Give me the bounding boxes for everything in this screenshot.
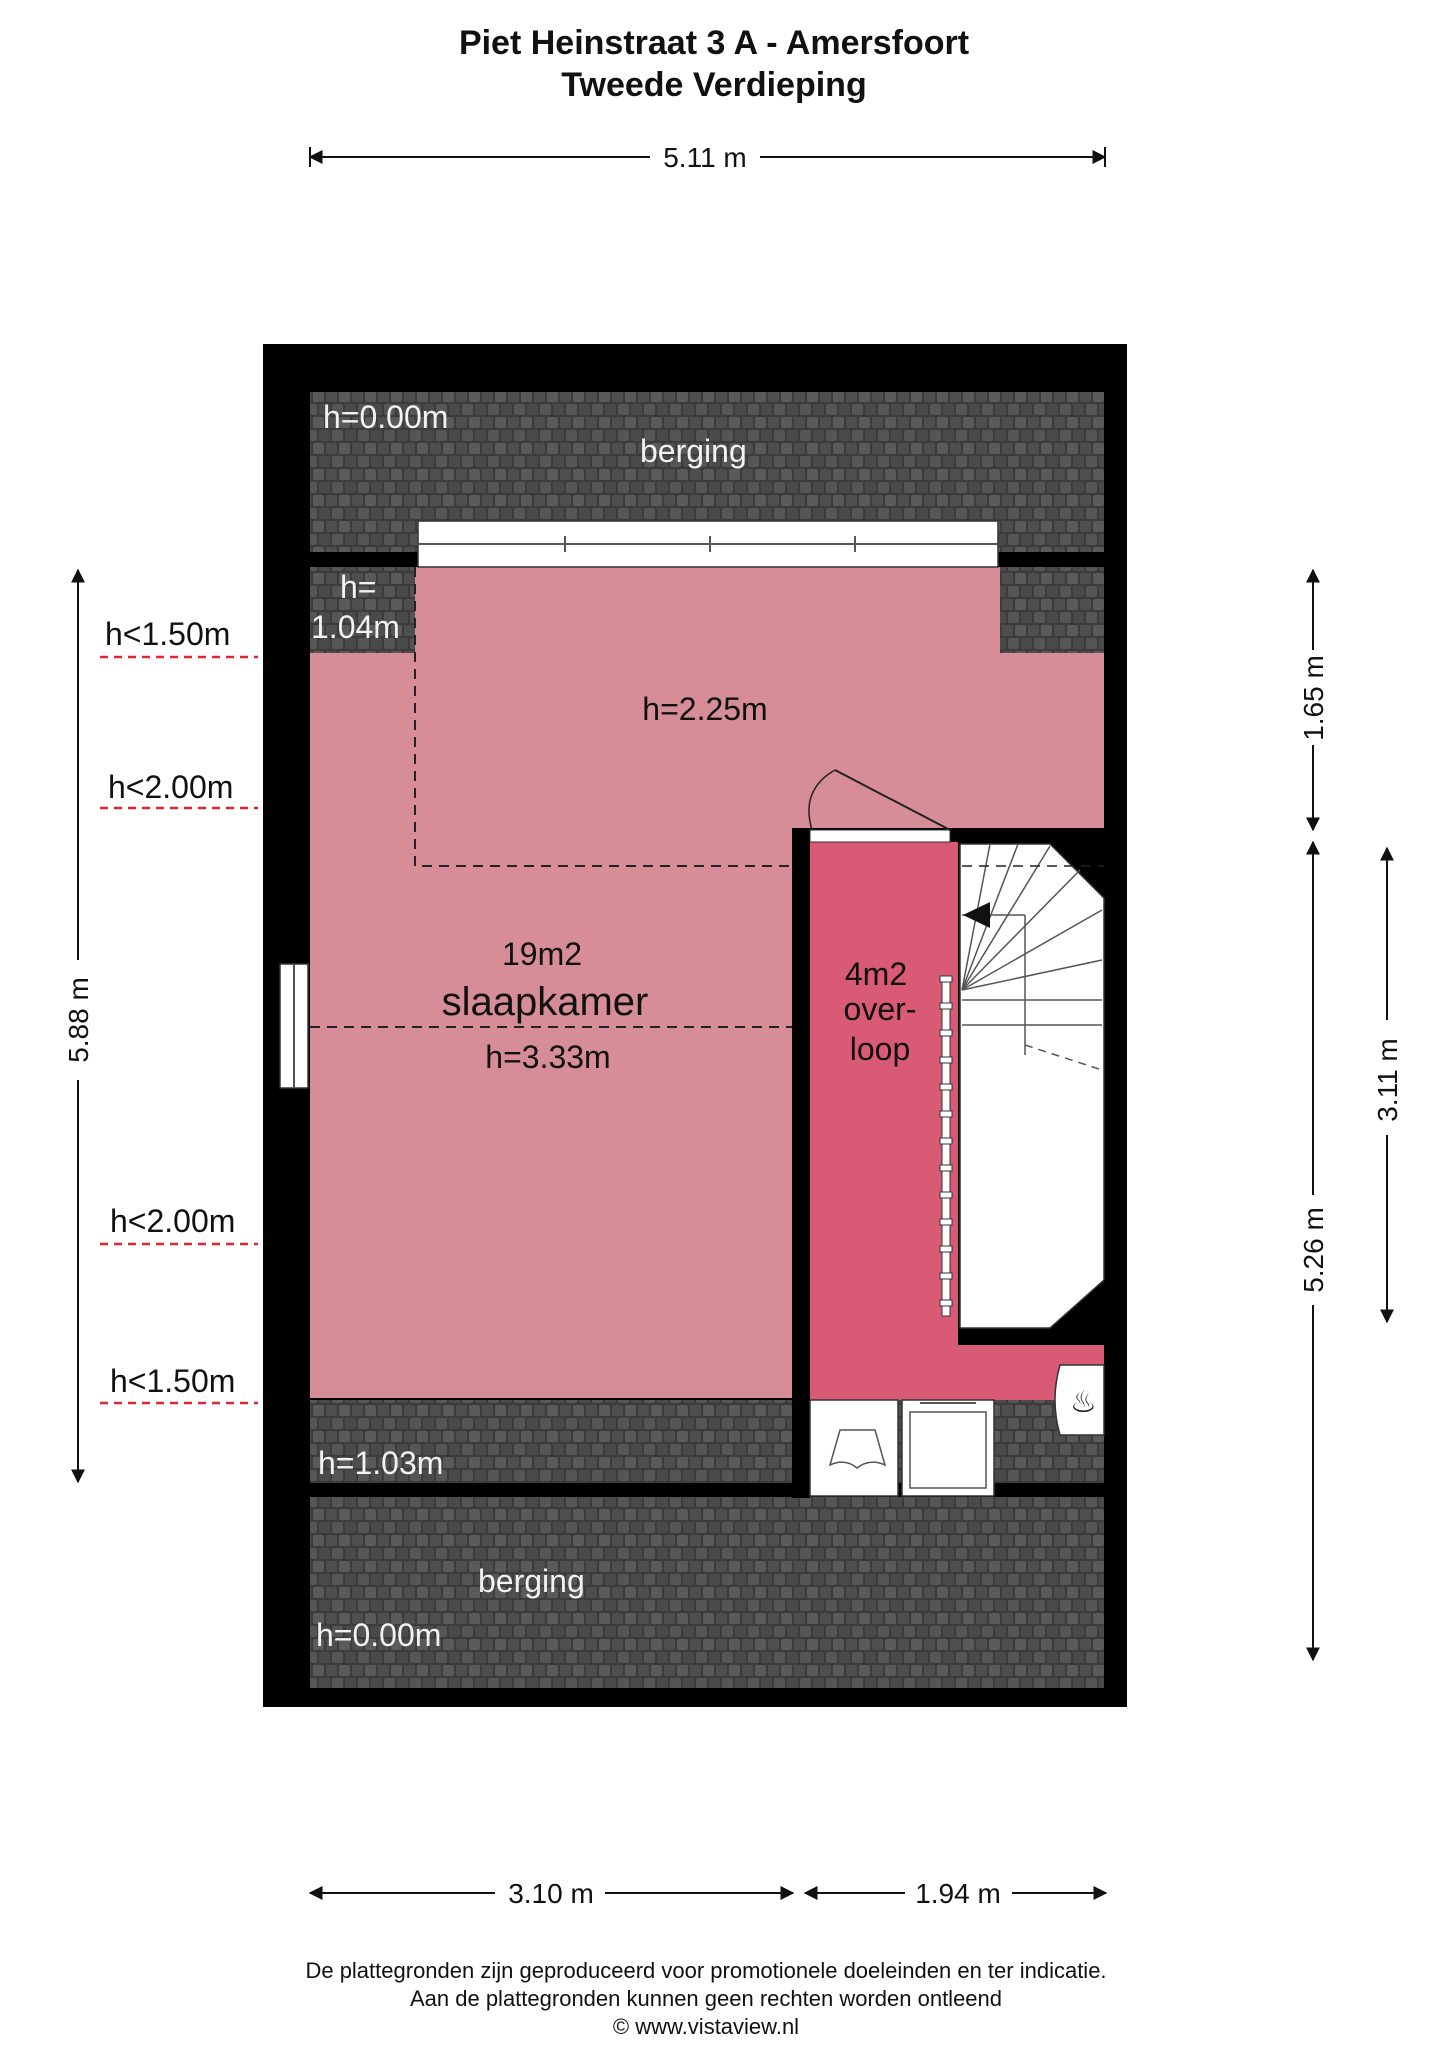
dimension-label: 1.65 m <box>1298 655 1329 741</box>
dimension-label: 3.10 m <box>508 1878 594 1909</box>
slaapkamer-floor <box>310 567 1104 1398</box>
height-marker-upper-150: h<1.50m <box>100 616 258 659</box>
svg-text:h<1.50m: h<1.50m <box>110 1363 235 1399</box>
dimension-bottom-left: 3.10 m <box>308 1878 795 1909</box>
height-marker-lower-150: h<1.50m <box>100 1363 258 1405</box>
flame-icon: ♨ <box>1070 1385 1097 1420</box>
plan-title: Piet Heinstraat 3 A - Amersfoort <box>459 24 969 62</box>
dimension-right-lower: 5.26 m <box>1298 840 1329 1662</box>
stair-banister <box>941 975 951 1317</box>
height-marker-lower-200: h<2.00m <box>100 1203 258 1246</box>
dimension-bottom-right: 1.94 m <box>803 1878 1108 1909</box>
dimension-label: 5.26 m <box>1298 1207 1329 1293</box>
dryer-appliance <box>901 1399 995 1497</box>
slaapkamer-height: h=3.33m <box>485 1039 610 1075</box>
footer-disclaimer-line1: De plattegronden zijn geproduceerd voor … <box>305 1958 1106 1983</box>
lower-eave-height: h=1.03m <box>318 1445 443 1481</box>
footer-copyright: © www.vistaview.nl <box>613 2014 799 2039</box>
footer-disclaimer-line2: Aan de plattegronden kunnen geen rechten… <box>410 1986 1002 2011</box>
dimension-top-width: 5.11 m <box>308 142 1107 173</box>
overloop-name-line2: loop <box>850 1031 911 1067</box>
dormer-left-height-line2: 1.04m <box>311 609 400 645</box>
plan-subtitle: Tweede Verdieping <box>561 66 866 104</box>
washing-machine-area <box>809 1399 899 1497</box>
upper-eave-right <box>1000 567 1104 653</box>
dormer-window <box>417 520 999 568</box>
berging-bottom-name: berging <box>478 1563 585 1599</box>
dormer-height: h=2.25m <box>642 691 767 727</box>
stair-well <box>959 843 1105 1329</box>
svg-text:h<2.00m: h<2.00m <box>108 769 233 805</box>
berging-top-name: berging <box>640 433 747 469</box>
interior-wall <box>792 828 810 1498</box>
berging-bottom-height: h=0.00m <box>316 1617 441 1653</box>
boiler: ♨ <box>1054 1364 1105 1436</box>
dormer-outline <box>414 567 1104 867</box>
stair-direction-icon <box>963 902 990 928</box>
overloop-area: 4m2 <box>845 956 907 992</box>
dormer-left-height-line1: h= <box>340 569 376 605</box>
slaapkamer-name: slaapkamer <box>442 980 649 1024</box>
overloop-floor <box>810 842 1104 1400</box>
svg-text:h<1.50m: h<1.50m <box>105 616 230 652</box>
dimension-right-stair: 3.11 m <box>1372 846 1403 1324</box>
dimension-label: 1.94 m <box>915 1878 1001 1909</box>
slaapkamer-area: 19m2 <box>502 936 582 972</box>
dimension-right-upper: 1.65 m <box>1298 568 1329 832</box>
svg-text:h<2.00m: h<2.00m <box>110 1203 235 1239</box>
side-window <box>263 962 310 1090</box>
overloop-name-line1: over- <box>844 991 917 1027</box>
banister-posts <box>939 975 953 1307</box>
dimension-left-height: 5.88 m <box>63 568 94 1484</box>
height-marker-upper-200: h<2.00m <box>100 769 258 810</box>
berging-top-height: h=0.00m <box>323 399 448 435</box>
dimension-label: 5.11 m <box>663 142 747 173</box>
upper-eave-left <box>310 567 415 653</box>
dimension-label: 5.88 m <box>63 977 94 1063</box>
overloop-door <box>808 769 951 843</box>
dimension-label: 3.11 m <box>1372 1038 1403 1122</box>
